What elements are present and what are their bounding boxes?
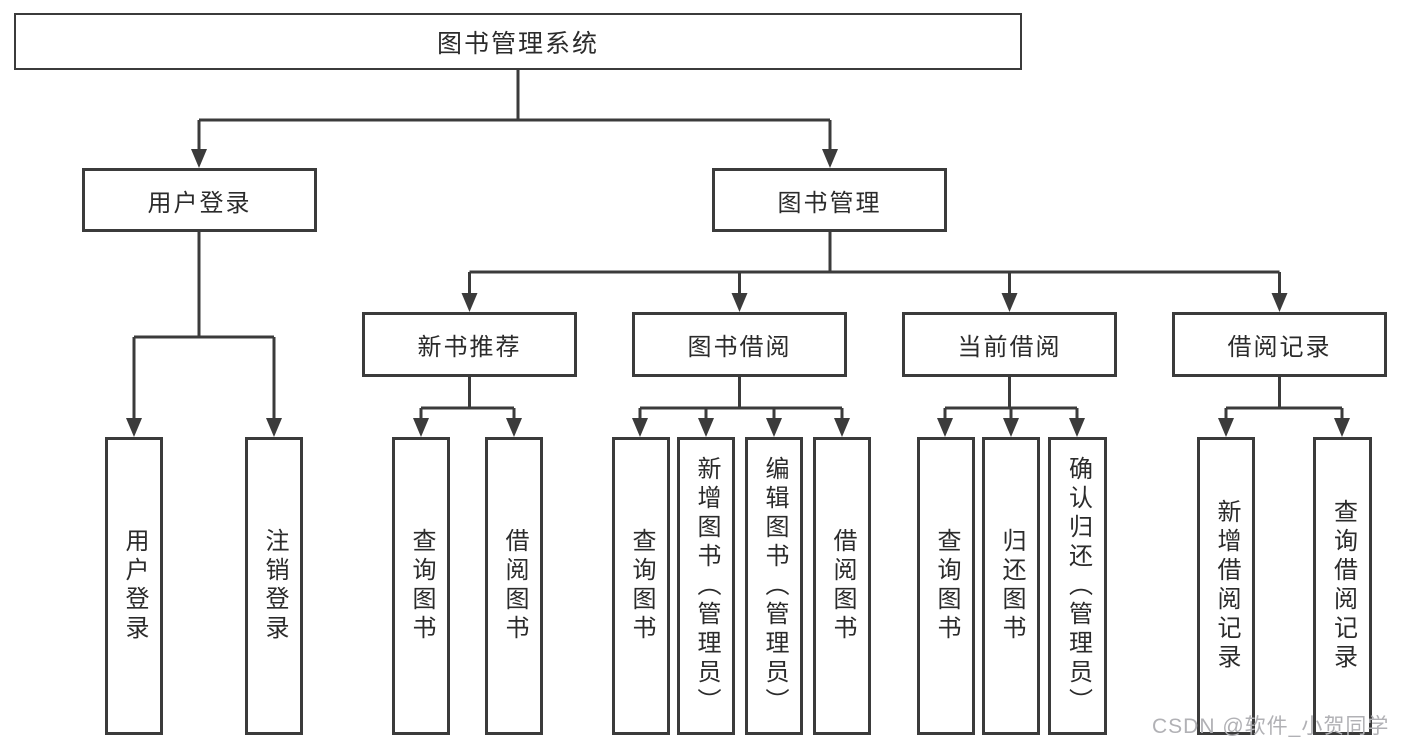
watermark: CSDN @软件_小贺同学 [1152,715,1390,738]
leaf-add-borrow-record: 新增借阅记录 [1197,437,1255,735]
leaf-borrow-books: 借阅图书 [813,437,871,735]
leaf-confirm-return-admin: 确认归还（管理员） [1048,437,1107,735]
leaf-query-borrow-record: 查询借阅记录 [1313,437,1372,735]
leaf-add-books-admin: 新增图书（管理员） [677,437,735,735]
leaf-query-books-borrow: 查询图书 [612,437,670,735]
arrowhead-icons [126,149,1350,437]
leaf-query-books-recommend: 查询图书 [392,437,450,735]
node-new-book-recommend: 新书推荐 [362,312,577,377]
node-book-management: 图书管理 [712,168,947,232]
tree-edges [132,70,1344,421]
leaf-query-books-current: 查询图书 [917,437,975,735]
leaf-return-books: 归还图书 [982,437,1040,735]
leaf-user-login: 用户登录 [105,437,163,735]
leaf-logout: 注销登录 [245,437,303,735]
leaf-borrow-books-recommend: 借阅图书 [485,437,543,735]
leaf-edit-books-admin: 编辑图书（管理员） [745,437,803,735]
node-current-borrow: 当前借阅 [902,312,1117,377]
node-borrow-records: 借阅记录 [1172,312,1387,377]
node-root: 图书管理系统 [14,13,1022,70]
node-book-borrow: 图书借阅 [632,312,847,377]
node-user-login: 用户登录 [82,168,317,232]
